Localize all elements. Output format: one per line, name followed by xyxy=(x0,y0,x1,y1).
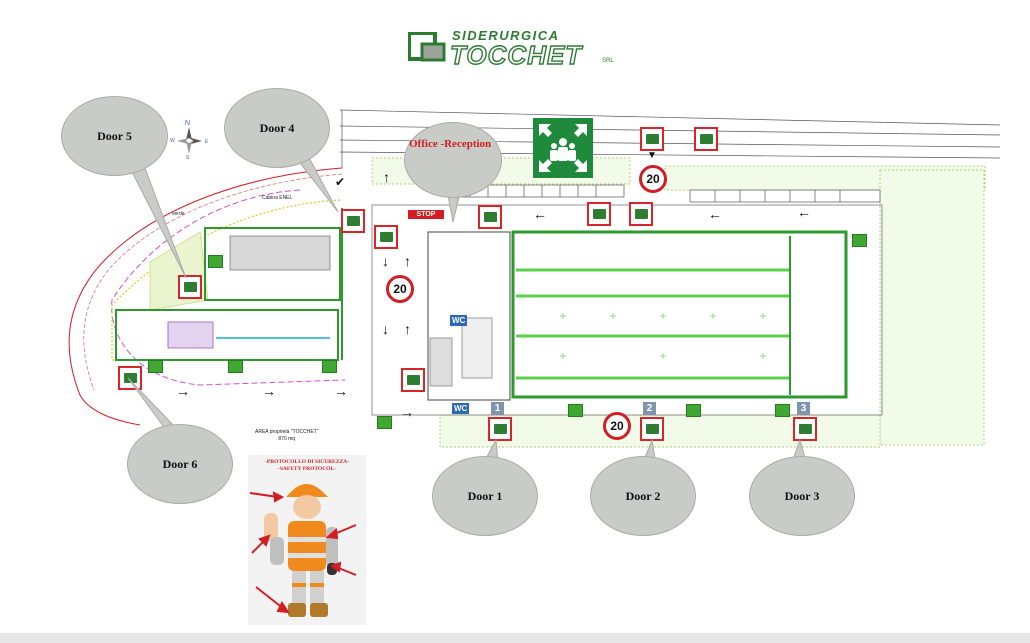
door-number-badge: 1 xyxy=(491,402,504,415)
arrow-right-icon: → xyxy=(262,383,276,399)
assembly-point-icon xyxy=(539,124,587,172)
door-6-callout: Door 6 xyxy=(127,424,233,504)
emergency-exit-icon xyxy=(228,360,243,373)
arrow-down-icon: ▼ xyxy=(647,150,657,161)
speed-limit-sign-left: 20 xyxy=(386,275,414,303)
door-5-callout: Door 5 xyxy=(61,96,168,176)
yard-outline xyxy=(371,204,883,416)
arrow-left-icon: ← xyxy=(533,206,547,222)
door-number-badge: 3 xyxy=(797,402,810,415)
door-1-callout: Door 1 xyxy=(432,456,538,536)
verge-right xyxy=(879,169,985,446)
speed-limit-sign-bottom: 20 xyxy=(603,412,631,440)
truck-door-marker-icon xyxy=(401,368,425,392)
truck-door-marker-icon xyxy=(694,127,718,151)
emergency-exit-icon xyxy=(852,234,867,247)
arrow-up-icon: ↑ xyxy=(404,321,411,337)
emergency-exit-icon xyxy=(568,404,583,417)
compass-s: S xyxy=(186,155,190,161)
arrow-right-icon: → xyxy=(400,404,414,420)
emergency-exit-icon xyxy=(775,404,790,417)
truck-door-marker-icon xyxy=(341,209,365,233)
property-boundary xyxy=(68,167,343,426)
enel-label: Cabina ENEL xyxy=(262,195,293,201)
truck-door-marker-icon xyxy=(640,127,664,151)
logo-suffix: SRL xyxy=(602,58,614,64)
truck-door-marker-icon xyxy=(374,225,398,249)
safety-protocol-panel: -PROTOCOLLO DI SICUREZZA- -SAFETY PROTOC… xyxy=(248,455,366,625)
arrow-up-icon: ↑ xyxy=(404,253,411,269)
speed-limit-sign-top: 20 xyxy=(639,165,667,193)
check-arrow-icon: ✔ xyxy=(335,175,346,189)
protocol-title-it: -PROTOCOLLO DI SICUREZZA- xyxy=(265,459,349,465)
area-label-title: AREA proprietà "TOCCHET" xyxy=(255,429,319,435)
office-reception-text: Office -Reception xyxy=(409,138,492,150)
left-building xyxy=(204,227,341,301)
company-logo: SIDERURGICA TOCCHET SRL xyxy=(408,28,618,71)
page-footer-bar xyxy=(0,633,1030,643)
compass-icon xyxy=(177,127,202,154)
arrow-down-icon: ↓ xyxy=(382,253,389,269)
emergency-exit-icon xyxy=(148,360,163,373)
parking-stripes xyxy=(451,184,881,203)
wc-sign-upper: WC xyxy=(450,315,468,326)
arrow-left-icon: ← xyxy=(708,206,722,222)
pink-boundary xyxy=(111,189,346,386)
arrow-up-icon: ↑ xyxy=(383,169,390,185)
truck-door-marker-icon xyxy=(178,275,202,299)
assembly-point-sign xyxy=(533,118,593,178)
office-block xyxy=(427,231,511,401)
main-building xyxy=(511,230,848,399)
truck-door-marker-icon xyxy=(629,202,653,226)
door-2-callout: Door 2 xyxy=(590,456,696,536)
truck-door-marker-icon xyxy=(118,366,142,390)
door-4-callout: Door 4 xyxy=(224,88,330,168)
emergency-exit-icon xyxy=(377,416,392,429)
wc-sign-lower: WC xyxy=(452,403,470,414)
arrow-right-icon: → xyxy=(334,383,348,399)
door-3-callout: Door 3 xyxy=(749,456,855,536)
protocol-title-en: -SAFETY PROTOCOL- xyxy=(278,466,336,472)
compass-w: W xyxy=(170,138,175,144)
truck-door-marker-icon xyxy=(478,205,502,229)
area-label-value: 870 mq xyxy=(278,436,296,442)
compass-n: N xyxy=(185,120,191,127)
stop-sign: STOP xyxy=(408,210,444,219)
area-label: AREA proprietà "TOCCHET" 870 mq xyxy=(255,429,318,443)
emergency-exit-icon xyxy=(686,404,701,417)
emergency-exit-icon xyxy=(208,255,223,268)
arrow-down-icon: ↓ xyxy=(382,321,389,337)
emergency-exit-icon xyxy=(322,360,337,373)
arrow-left-icon: ← xyxy=(797,204,811,220)
arrow-right-icon: → xyxy=(176,383,190,399)
compass-rose: N S E W xyxy=(170,120,212,164)
property-boundary-inner xyxy=(83,173,343,391)
truck-door-marker-icon xyxy=(488,417,512,441)
logo-line2: TOCCHET xyxy=(449,39,583,70)
safety-worker-icon xyxy=(249,484,357,617)
verde-label: verde xyxy=(172,211,185,217)
truck-door-marker-icon xyxy=(587,202,611,226)
logo-mark-icon xyxy=(408,32,446,62)
truck-door-marker-icon xyxy=(793,417,817,441)
compass-e: E xyxy=(205,139,209,145)
logo-line1: SIDERURGICA xyxy=(452,28,560,43)
door-number-badge: 2 xyxy=(643,402,656,415)
building-crosses xyxy=(560,313,766,359)
door-office-callout xyxy=(404,122,502,198)
